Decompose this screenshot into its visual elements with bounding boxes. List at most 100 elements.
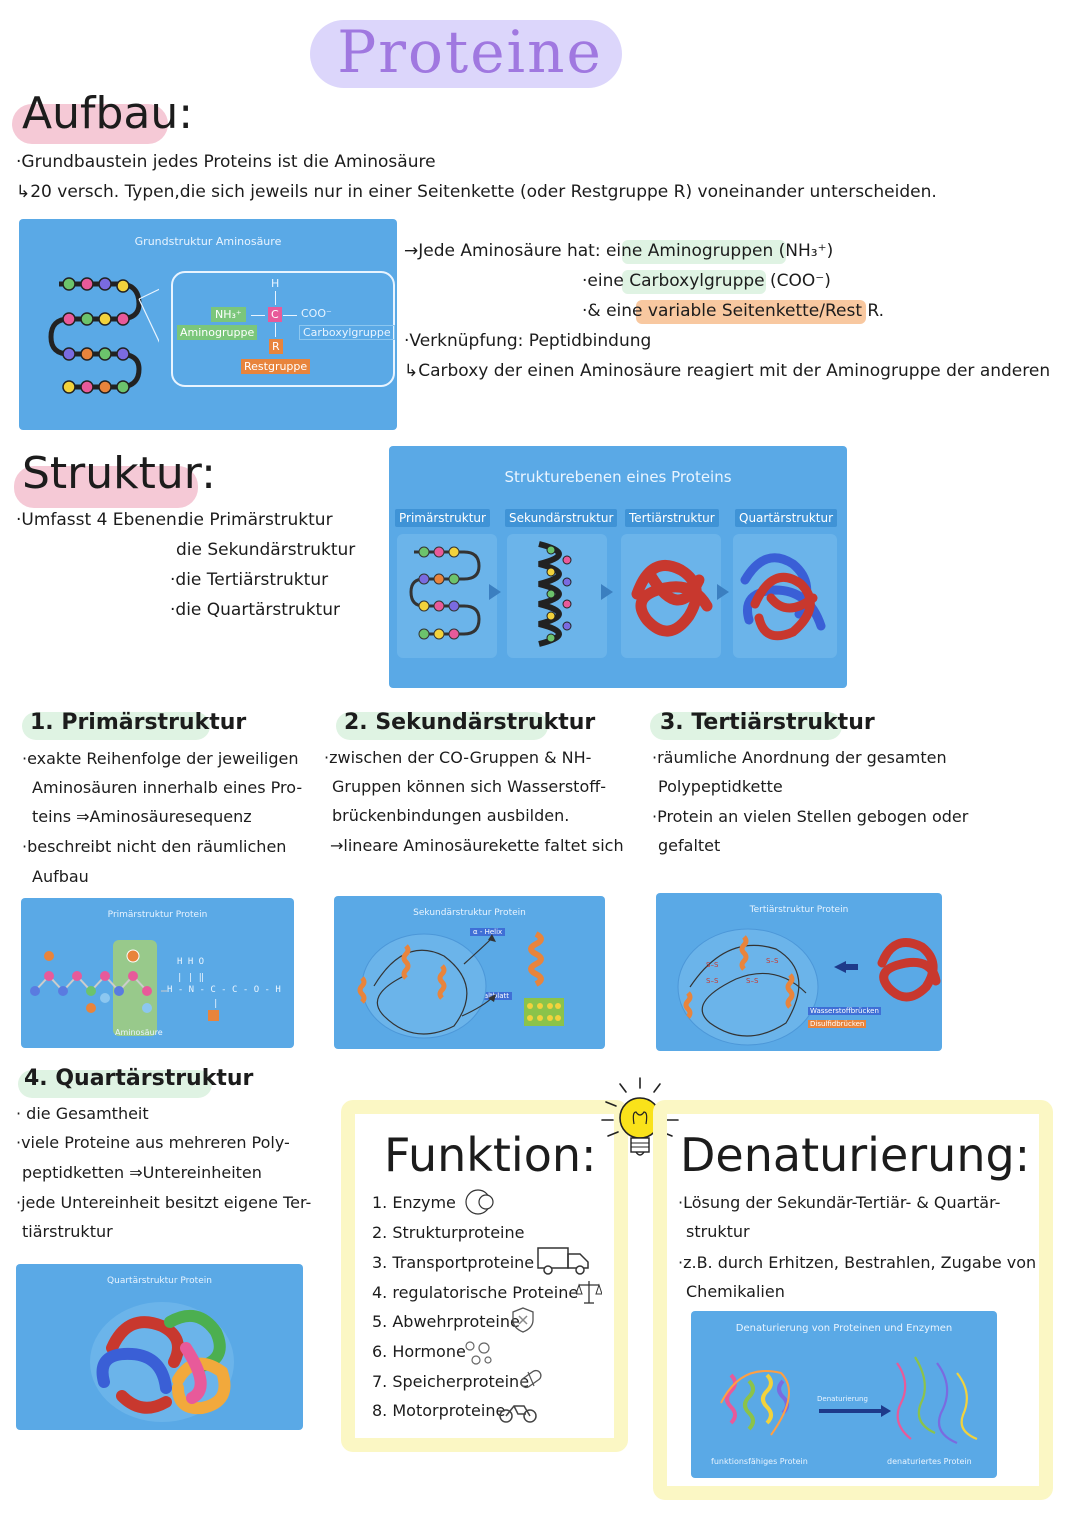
denaturierung-frame (653, 1100, 1053, 1500)
structure-levels-title: Strukturebenen eines Proteins (504, 468, 732, 486)
funktion-item-8: 8. Motorproteine (372, 1401, 506, 1420)
aufbau-line-1: ·Grundbaustein jedes Proteins ist die Am… (16, 152, 436, 172)
amino-c-atom: C (268, 307, 282, 322)
title-highlight (310, 20, 622, 88)
quartaer-line-3: peptidketten ⇒Untereinheiten (22, 1163, 262, 1182)
struktur-level-3: ·die Tertiärstruktur (170, 570, 329, 590)
aufbau-note-2: ·eine Carboxylgruppe (COO⁻) (582, 271, 831, 291)
svg-text:S–S: S–S (766, 957, 779, 965)
structure-levels-diagram: Strukturebenen eines Proteins Primärstru… (389, 446, 847, 688)
tertiaer-line-2: Polypeptidkette (658, 777, 783, 796)
aminosaeure-label: Aminosäure (115, 1028, 163, 1037)
amino-bond-right (283, 315, 297, 316)
quartaer-line-1: · die Gesamtheit (16, 1104, 149, 1123)
tertiaer-heading: 3. Tertiärstruktur (660, 710, 875, 735)
motorcycle-icon (499, 1405, 537, 1423)
primaer-line-2: Aminosäuren innerhalb eines Pro- (32, 778, 303, 797)
aufbau-note-3: ·& eine variable Seitenkette/Rest R. (582, 301, 884, 321)
primaer-diagram-title: Primärstruktur Protein (107, 910, 208, 920)
disulfidbruecken-legend: Disulfidbrücken (808, 1020, 867, 1028)
struktur-level-4: ·die Quartärstruktur (170, 600, 340, 620)
sekundaer-heading-highlight (336, 712, 548, 740)
svg-text:|: | (213, 999, 218, 1009)
structure-levels-graphic (409, 541, 826, 647)
denaturierung-diagram: Denaturierung von Proteinen und Enzymen … (691, 1311, 997, 1478)
quartaer-diagram: Quartärstruktur Protein (16, 1264, 303, 1430)
primaer-line-4: ·beschreibt nicht den räumlichen (22, 837, 287, 856)
primaer-line-1: ·exakte Reihenfolge der jeweiligen (22, 749, 299, 768)
struktur-heading-highlight (14, 466, 198, 508)
molecule-icon (465, 1341, 492, 1365)
beta-sheet-label: β - Faltblatt (466, 992, 512, 1000)
sekundaer-diagram-title: Sekundärstruktur Protein (413, 908, 526, 918)
funktion-item-1: 1. Enzyme (372, 1193, 456, 1212)
denaturierung-line-3: ·z.B. durch Erhitzen, Bestrahlen, Zugabe… (678, 1253, 1037, 1272)
sekundaer-line-2: Gruppen können sich Wasserstoff- (332, 777, 607, 796)
rest-group-label: Restgruppe (241, 359, 311, 374)
amino-group-label: Aminogruppe (177, 325, 258, 340)
amino-nh3-group: NH₃⁺ (211, 307, 246, 322)
struktur-level-1: die Primärstruktur (178, 510, 333, 530)
denaturierung-line-2: struktur (686, 1222, 750, 1241)
shield-icon (512, 1307, 534, 1333)
sekundaer-diagram: Sekundärstruktur Protein α - Helix β - F… (334, 896, 605, 1049)
functional-protein-label: funktionsfähiges Protein (711, 1457, 808, 1466)
primaer-line-3: teins ⇒Aminosäuresequenz (32, 807, 252, 826)
aufbau-note-4: ·Verknüpfung: Peptidbindung (404, 331, 652, 351)
truck-icon (537, 1247, 589, 1275)
quartaer-line-4: ·jede Untereinheit besitzt eigene Ter- (16, 1193, 312, 1212)
sekundaer-heading: 2. Sekundärstruktur (344, 710, 596, 735)
primaer-diagram: Primärstruktur Protein H H O | | ‖ H - N… (21, 898, 294, 1048)
denaturierung-line-4: Chemikalien (686, 1282, 785, 1301)
primaer-chain-graphic: H H O | | ‖ H - N - C - C - O - H | (30, 949, 281, 1021)
quartaer-line-5: tiärstruktur (22, 1222, 113, 1241)
denaturierung-diagram-title: Denaturierung von Proteinen und Enzymen (735, 1323, 953, 1334)
tag-primaerstruktur: Primärstruktur (395, 509, 490, 527)
svg-text:S–S: S–S (746, 977, 759, 985)
quartaer-heading: 4. Quartärstruktur (24, 1066, 254, 1091)
tertiaer-heading-highlight (650, 712, 842, 740)
funktion-item-7: 7. Speicherproteine (372, 1372, 530, 1391)
amino-chain-graphic (48, 277, 159, 394)
pill-icon (520, 1369, 542, 1389)
tertiaer-line-4: gefaltet (658, 836, 721, 855)
sekundaer-line-1: ·zwischen der CO-Gruppen & NH- (324, 748, 592, 767)
struktur-heading: Struktur: (22, 448, 216, 499)
tertiaer-graphic: S–S S–S S–S S–S (677, 928, 941, 1046)
denatured-protein-label: denaturiertes Protein (887, 1457, 972, 1466)
funktion-item-4: 4. regulatorische Proteine (372, 1283, 579, 1302)
structure-bg-1 (397, 534, 497, 658)
denaturierung-line-1: ·Lösung der Sekundär-Tertiär- & Quartär- (678, 1193, 1001, 1212)
svg-text:H H O: H H O (177, 957, 204, 967)
amino-h-atom: H (271, 277, 280, 290)
amino-bond-left (251, 315, 265, 316)
amino-bond-vertical (275, 291, 276, 305)
svg-text:S–S: S–S (706, 977, 719, 985)
quartaer-graphic (90, 1302, 234, 1422)
aufbau-heading: Aufbau: (22, 88, 194, 139)
tertiaer-line-1: ·räumliche Anordnung der gesamten (652, 748, 947, 767)
funktion-item-3: 3. Transportproteine (372, 1253, 535, 1272)
funktion-item-2: 2. Strukturproteine (372, 1223, 525, 1242)
funktion-frame (341, 1100, 628, 1452)
sekundaer-graphic (357, 931, 564, 1039)
funktion-item-5: 5. Abwehrproteine (372, 1312, 520, 1331)
tertiaer-diagram-title: Tertiärstruktur Protein (749, 905, 849, 915)
denaturierung-arrow-label: Denaturierung (817, 1395, 868, 1403)
amino-coo-group: COO⁻ (301, 307, 332, 320)
denaturierung-graphic (720, 1356, 978, 1445)
amino-acid-diagram: Grundstruktur Aminosäure H NH₃⁺ C COO⁻ A… (19, 219, 397, 430)
primaer-line-5: Aufbau (32, 867, 89, 886)
page-title: Proteine (337, 18, 603, 86)
svg-text:H - N - C - C - O - H: H - N - C - C - O - H (167, 985, 281, 995)
carboxyl-group-label: Carboxylgruppe (299, 325, 395, 340)
quartaer-heading-highlight (18, 1070, 212, 1098)
enzyme-icon (465, 1189, 494, 1215)
primaer-heading-highlight (22, 712, 210, 740)
tertiaer-line-3: ·Protein an vielen Stellen gebogen oder (652, 807, 969, 826)
svg-text:S–S: S–S (706, 961, 719, 969)
primaer-heading: 1. Primärstruktur (30, 710, 247, 735)
struktur-intro: ·Umfasst 4 Ebenen: (16, 510, 183, 530)
aufbau-line-2: ↳20 versch. Typen,die sich jeweils nur i… (16, 182, 937, 202)
